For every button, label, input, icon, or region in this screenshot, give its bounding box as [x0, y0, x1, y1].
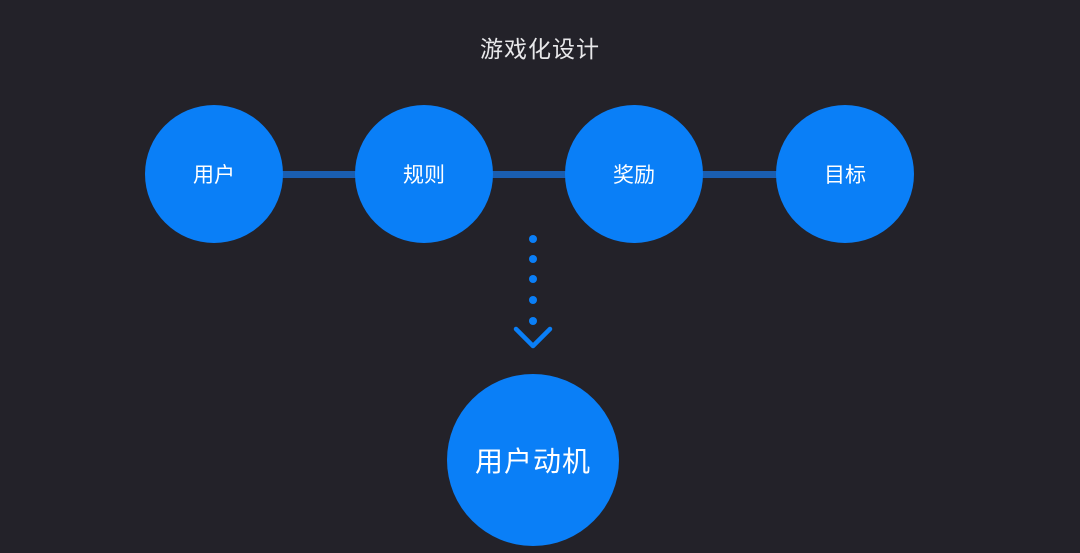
connector-line-3 — [702, 171, 778, 178]
flow-dot — [529, 235, 537, 243]
node-user-label: 用户 — [193, 163, 235, 187]
node-user-motivation: 用户动机 — [447, 374, 619, 546]
node-goals-label: 目标 — [824, 163, 866, 187]
diagram-title: 游戏化设计 — [480, 37, 600, 63]
flow-dot — [529, 296, 537, 304]
flow-dot — [529, 317, 537, 325]
node-user: 用户 — [145, 105, 283, 243]
node-goals: 目标 — [776, 105, 914, 243]
connector-line-1 — [281, 171, 357, 178]
node-rules-label: 规则 — [403, 163, 445, 187]
node-rules: 规则 — [355, 105, 493, 243]
node-user-motivation-label: 用户动机 — [474, 445, 591, 478]
node-rewards: 奖励 — [565, 105, 703, 243]
flow-dot — [529, 275, 537, 283]
connector-line-2 — [491, 171, 567, 178]
flow-dot — [529, 255, 537, 263]
chevron-down-icon — [513, 326, 553, 349]
node-rewards-label: 奖励 — [613, 163, 655, 187]
